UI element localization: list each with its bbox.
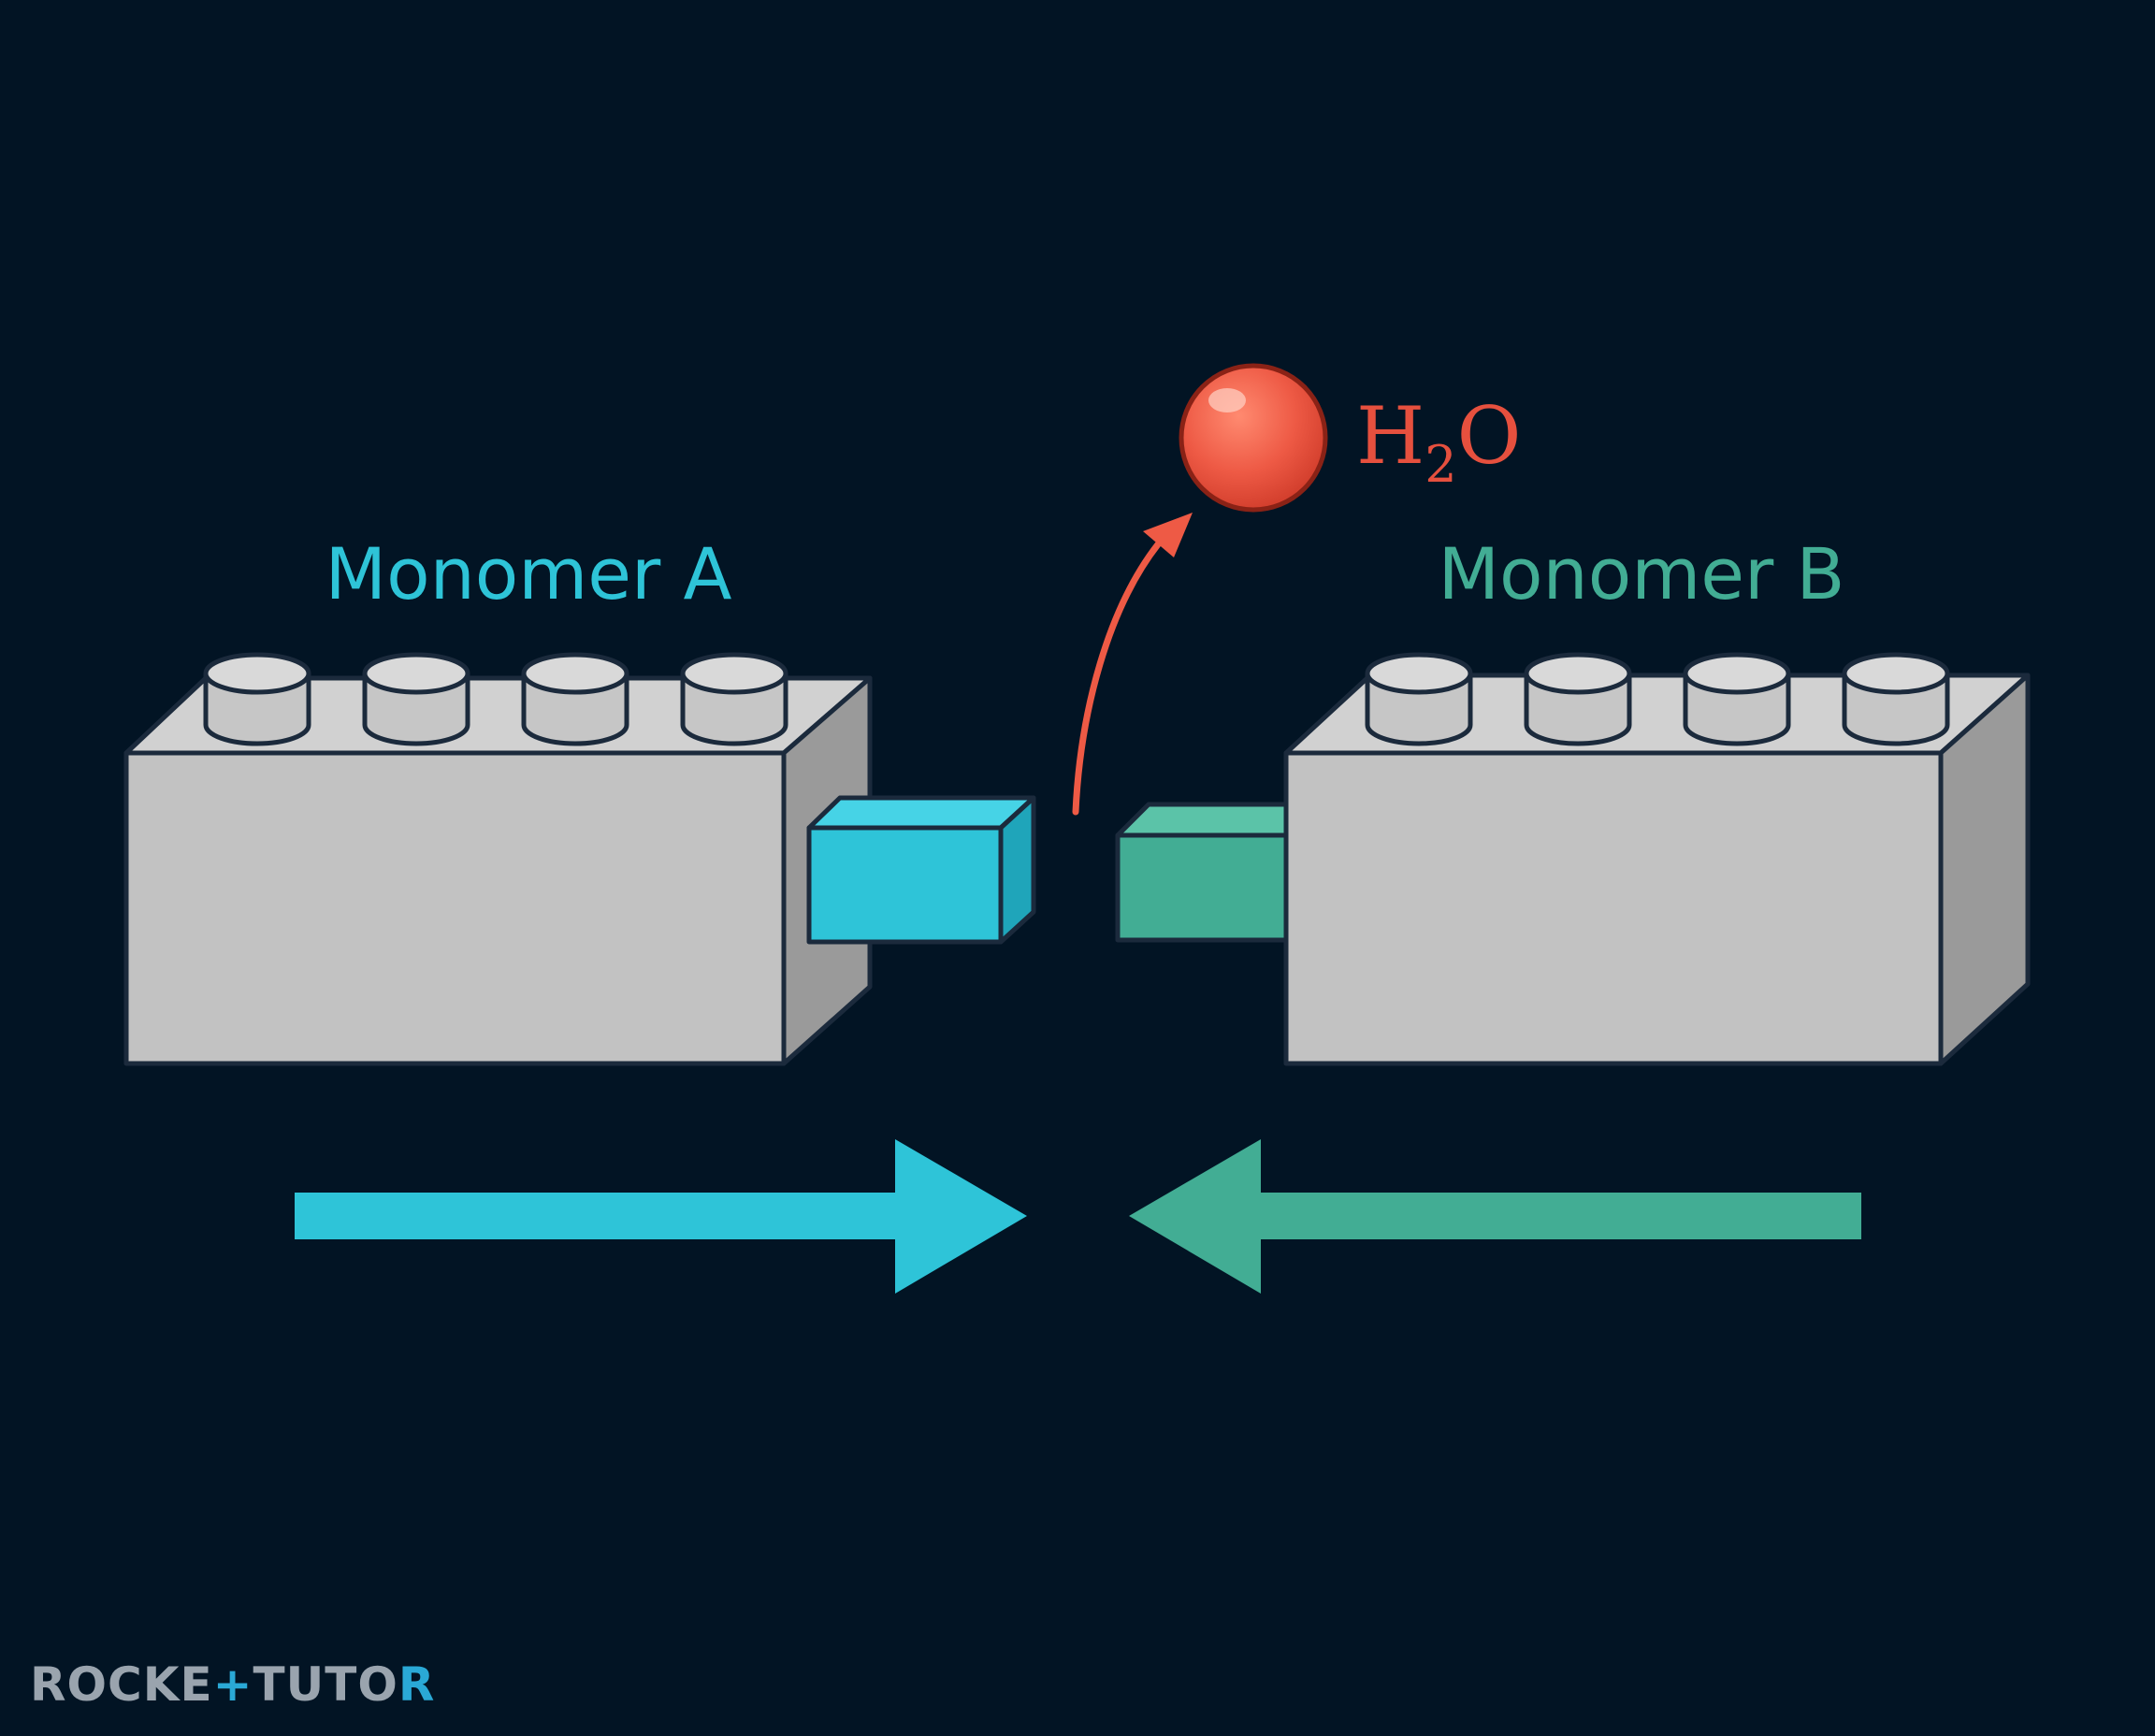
monomer-a-brick: [123, 652, 1036, 1066]
water-release-arrow: [1072, 513, 1193, 816]
water-label: H2O: [1356, 390, 1522, 494]
svg-text:ROCKE+TUTOR: ROCKE+TUTOR: [30, 1657, 435, 1712]
monomer-b-direction-arrow: [1129, 1139, 1861, 1294]
stud: [362, 652, 470, 746]
monomer-a-direction-arrow: [295, 1139, 1027, 1294]
stud: [1524, 652, 1632, 746]
stud: [1365, 652, 1473, 746]
stud: [680, 652, 788, 746]
water-molecule: [1179, 363, 1328, 513]
stud: [1683, 652, 1791, 746]
rocket-tutor-logo: ROCKE+TUTOR: [30, 1657, 435, 1712]
monomer-b-brick: [1115, 652, 2031, 1066]
monomer-b-front-face: [1283, 750, 1944, 1066]
monomer-b-studs: [1365, 652, 1950, 746]
monomer-b-connector: [1115, 802, 1308, 943]
stud: [521, 652, 629, 746]
monomer-a-front-face: [123, 750, 787, 1066]
monomer-a-studs: [203, 652, 788, 746]
monomer-a-connector: [806, 795, 1036, 945]
monomer-a-label: Monomer A: [325, 532, 732, 615]
stud: [1842, 652, 1950, 746]
monomer-b-label: Monomer B: [1438, 532, 1844, 615]
stud: [203, 652, 311, 746]
